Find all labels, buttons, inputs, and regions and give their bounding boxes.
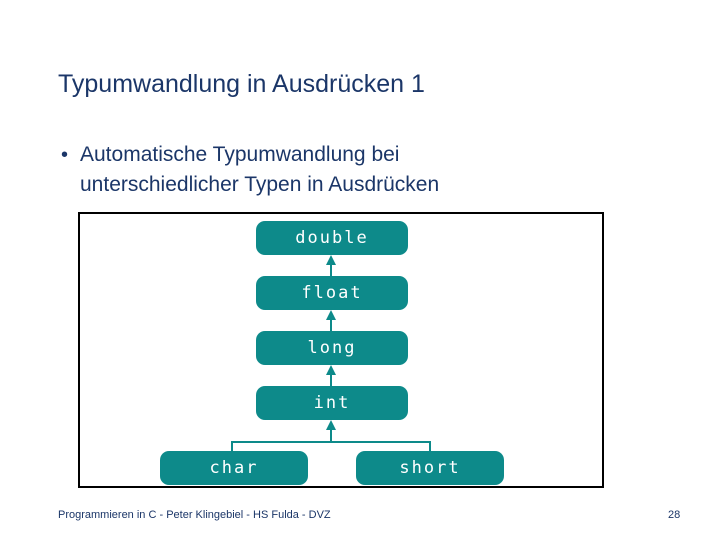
type-box-long: long xyxy=(256,331,408,365)
type-box-double: double xyxy=(256,221,408,255)
arrow-head-icon xyxy=(326,365,336,375)
arrow-long-to-float-icon xyxy=(326,310,336,331)
arrow-head-icon xyxy=(326,420,336,430)
arrow-stem xyxy=(330,371,332,386)
diagram-canvas: double float long int xyxy=(80,214,602,486)
type-box-short: short xyxy=(356,451,504,485)
arrow-stem xyxy=(330,426,332,441)
arrow-float-to-double-icon xyxy=(326,255,336,276)
bullet-point-icon: • xyxy=(61,144,69,166)
arrow-head-icon xyxy=(326,310,336,320)
bullet-line-2: unterschiedlicher Typen in Ausdrücken xyxy=(80,173,440,196)
arrow-stem xyxy=(330,316,332,331)
list-item: • Automatische Typumwandlung bei untersc… xyxy=(58,140,658,200)
page-title: Typumwandlung in Ausdrücken 1 xyxy=(58,70,425,98)
bullet-line-1: Automatische Typumwandlung bei xyxy=(80,143,400,166)
arrow-leaves-to-int-icon xyxy=(326,420,336,441)
arrow-head-icon xyxy=(326,255,336,265)
arrow-stem xyxy=(330,261,332,276)
footer-page-number: 28 xyxy=(668,509,681,521)
type-box-float: float xyxy=(256,276,408,310)
bullet-item-text: Automatische Typumwandlung bei unterschi… xyxy=(80,140,439,200)
type-box-char: char xyxy=(160,451,308,485)
arrow-int-to-long-icon xyxy=(326,365,336,386)
bullet-list: • Automatische Typumwandlung bei untersc… xyxy=(58,140,658,200)
bracket-left-drop-connector xyxy=(231,441,233,453)
footer-credit: Programmieren in C - Peter Klingebiel - … xyxy=(58,509,331,521)
bracket-horizontal-connector xyxy=(231,441,431,443)
bracket-right-drop-connector xyxy=(429,441,431,453)
type-box-int: int xyxy=(256,386,408,420)
type-promotion-diagram: double float long int xyxy=(78,212,604,488)
